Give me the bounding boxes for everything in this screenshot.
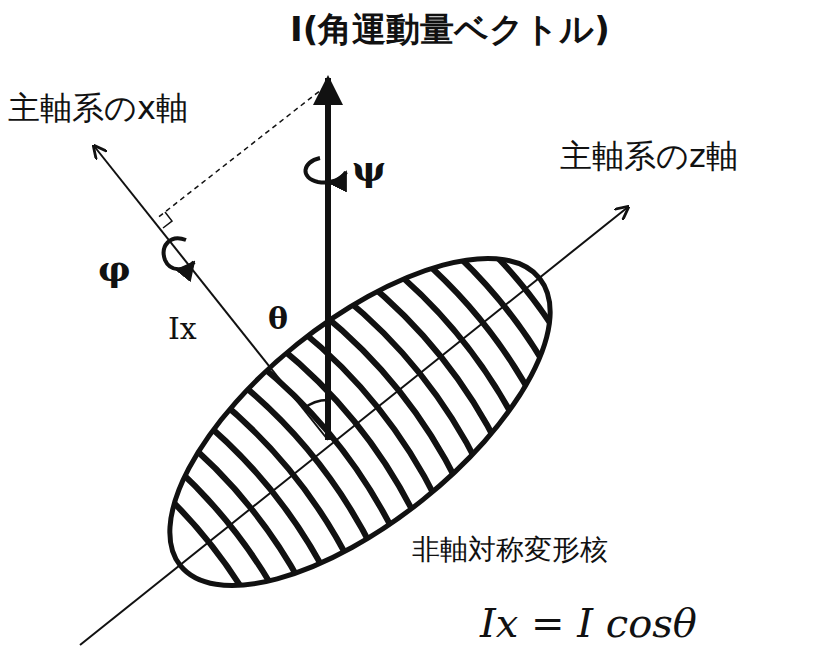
nucleus-stripe [194, 406, 341, 585]
nucleus-stripe [258, 355, 405, 534]
rotation-arrow [305, 158, 346, 183]
nucleus-stripe [384, 254, 531, 433]
angle-symbol: ψ [352, 148, 386, 189]
x-axis [94, 146, 328, 440]
nucleus-stripe [363, 271, 510, 450]
nucleus-stripe [279, 339, 426, 518]
axis-label: 主軸系のz軸 [560, 138, 738, 175]
angular-momentum-vector [325, 78, 331, 440]
vector-label: I(角運動量ベクトル) [290, 10, 610, 49]
angle-arc [303, 400, 328, 409]
angle-symbol: φ [98, 248, 131, 289]
nucleus-stripe [447, 204, 594, 383]
nucleus-stripe [237, 372, 384, 551]
angle-symbol: θ [268, 302, 288, 337]
right-angle-mark [163, 212, 172, 228]
nucleus-stripe [342, 288, 489, 467]
nucleus-label: 非軸対称変形核 [412, 534, 608, 566]
nucleus-stripe [405, 237, 552, 416]
nucleus-stripe [131, 457, 278, 636]
axis-label: 主軸系のx軸 [8, 90, 188, 127]
formula: Ix = I cosθ [480, 600, 697, 646]
nucleus-stripe [321, 305, 468, 484]
nucleus-stripe [300, 322, 447, 501]
nucleus-stripe [152, 440, 299, 619]
component-label: Ix [168, 312, 197, 347]
z-axis [80, 207, 628, 645]
nucleus-stripe [216, 389, 363, 568]
rotation-arrow [164, 238, 194, 269]
